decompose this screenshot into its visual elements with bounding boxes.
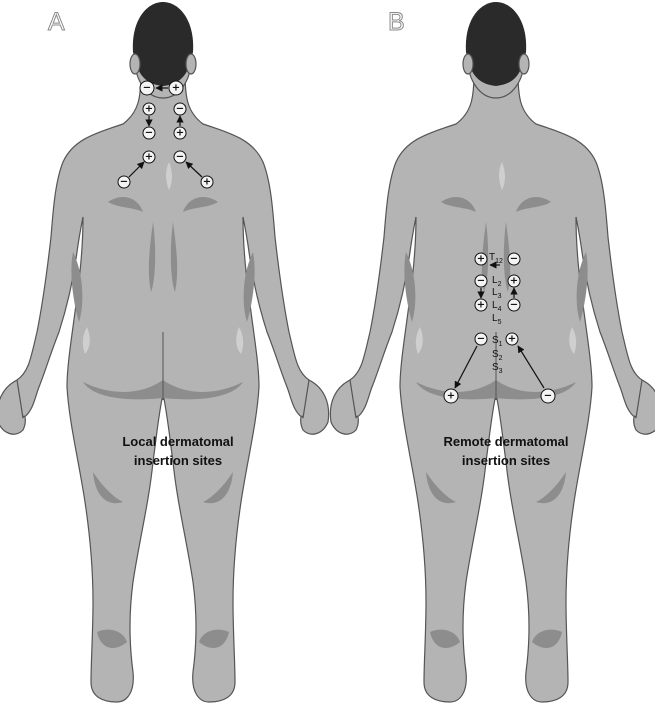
panel-b: B + − − + + − − + + − T12 L2 L3 L4 L5 S1…: [330, 2, 655, 702]
electrode-b-l4-plus: +: [475, 299, 487, 311]
caption-a-line1: Local dermatomal: [122, 434, 233, 449]
svg-text:−: −: [145, 128, 153, 139]
svg-text:+: +: [477, 300, 485, 311]
electrode-b-buttock-left-plus: +: [444, 389, 458, 403]
svg-text:−: −: [477, 276, 485, 287]
panel-b-letter: B: [388, 8, 405, 36]
caption-a-line2: insertion sites: [134, 453, 222, 468]
electrode-b-buttock-right-minus: −: [541, 389, 555, 403]
caption-b-line2: insertion sites: [462, 453, 550, 468]
svg-text:+: +: [145, 152, 153, 163]
electrode-a-shoulder-right-minus: −: [174, 151, 186, 163]
svg-text:+: +: [145, 104, 153, 115]
electrode-b-t12-plus: +: [475, 253, 487, 265]
electrode-a-occiput-left-minus: −: [140, 81, 154, 95]
electrode-b-l4-minus: −: [508, 299, 520, 311]
svg-text:−: −: [176, 104, 184, 115]
svg-text:+: +: [447, 391, 455, 402]
electrode-a-shoulder-left-minus: −: [118, 176, 130, 188]
svg-text:+: +: [508, 334, 516, 345]
electrode-b-t12-minus: −: [508, 253, 520, 265]
electrode-b-l2-plus: +: [508, 275, 520, 287]
electrode-a-neck-left-plus: +: [143, 103, 155, 115]
electrode-b-l2-minus: −: [475, 275, 487, 287]
svg-text:−: −: [176, 152, 184, 163]
svg-text:−: −: [143, 83, 151, 94]
svg-text:+: +: [172, 83, 180, 94]
electrode-a-occiput-right-plus: +: [169, 81, 183, 95]
svg-text:+: +: [510, 276, 518, 287]
svg-text:+: +: [176, 128, 184, 139]
svg-text:−: −: [510, 254, 518, 265]
electrode-a-neck-right-plus: +: [174, 127, 186, 139]
svg-text:+: +: [477, 254, 485, 265]
caption-b-line1: Remote dermatomal: [444, 434, 569, 449]
panel-a: A − + + − − + + − − + Local dermatomal i…: [0, 2, 329, 702]
electrode-a-neck-left-minus: −: [143, 127, 155, 139]
svg-text:−: −: [120, 177, 128, 188]
electrode-b-s1-minus: −: [475, 333, 487, 345]
figure-back-view-a: [0, 2, 329, 702]
svg-text:−: −: [477, 334, 485, 345]
panel-a-letter: A: [48, 8, 65, 36]
svg-text:−: −: [544, 391, 552, 402]
electrode-a-shoulder-right-plus: +: [201, 176, 213, 188]
electrode-a-shoulder-left-plus: +: [143, 151, 155, 163]
svg-text:−: −: [510, 300, 518, 311]
electrode-b-s1-plus: +: [506, 333, 518, 345]
electrode-a-neck-right-minus: −: [174, 103, 186, 115]
svg-text:+: +: [203, 177, 211, 188]
